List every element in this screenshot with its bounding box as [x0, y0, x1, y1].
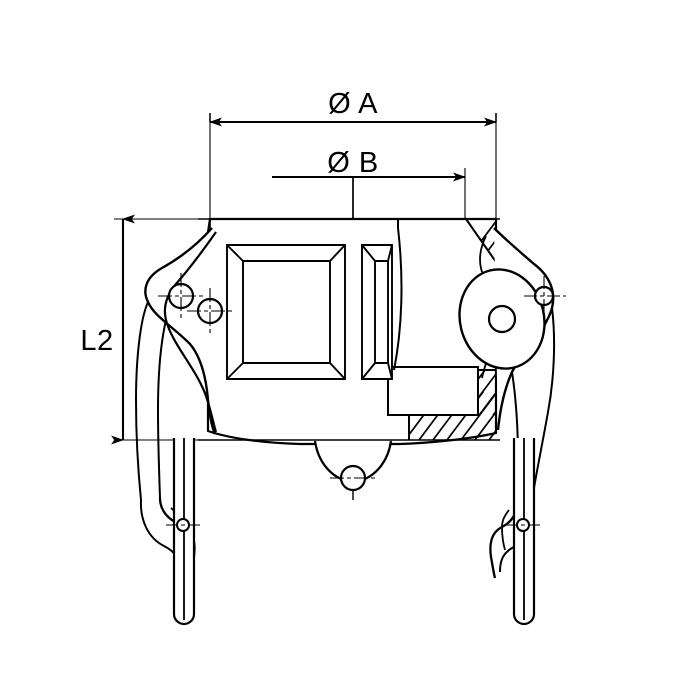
center-bore-recess-right [361, 244, 393, 380]
left-cam-arm-tail-inner [156, 319, 167, 499]
left-cam-second-centermark [187, 288, 233, 334]
right-handle-clip-detail [501, 509, 510, 551]
right-cam-arm[interactable] [449, 227, 566, 501]
construction-lines [209, 113, 497, 219]
dimension-label-l2: L2 [80, 325, 113, 357]
right-cam-arm-tail-outer [531, 307, 556, 501]
left-cam-arm-tail-outer [134, 301, 149, 501]
bottom-mounting-lug [313, 440, 393, 492]
right-handle-leg[interactable] [489, 438, 542, 626]
center-bore-recess-left [226, 244, 346, 380]
inner-wall-profile [393, 219, 403, 371]
left-cam-pivot-centermark [158, 273, 204, 319]
left-handle-leg[interactable] [139, 438, 202, 626]
right-cam-pivot-centermark [524, 276, 566, 316]
dimension-label-dia-a: Ø A [328, 88, 378, 120]
right-cam-lobe-hole [487, 304, 517, 334]
left-cam-arm[interactable] [134, 227, 233, 501]
dimension-lines [111, 117, 497, 445]
internal-seat-block [387, 366, 479, 416]
dimension-label-dia-b: Ø B [327, 147, 378, 179]
